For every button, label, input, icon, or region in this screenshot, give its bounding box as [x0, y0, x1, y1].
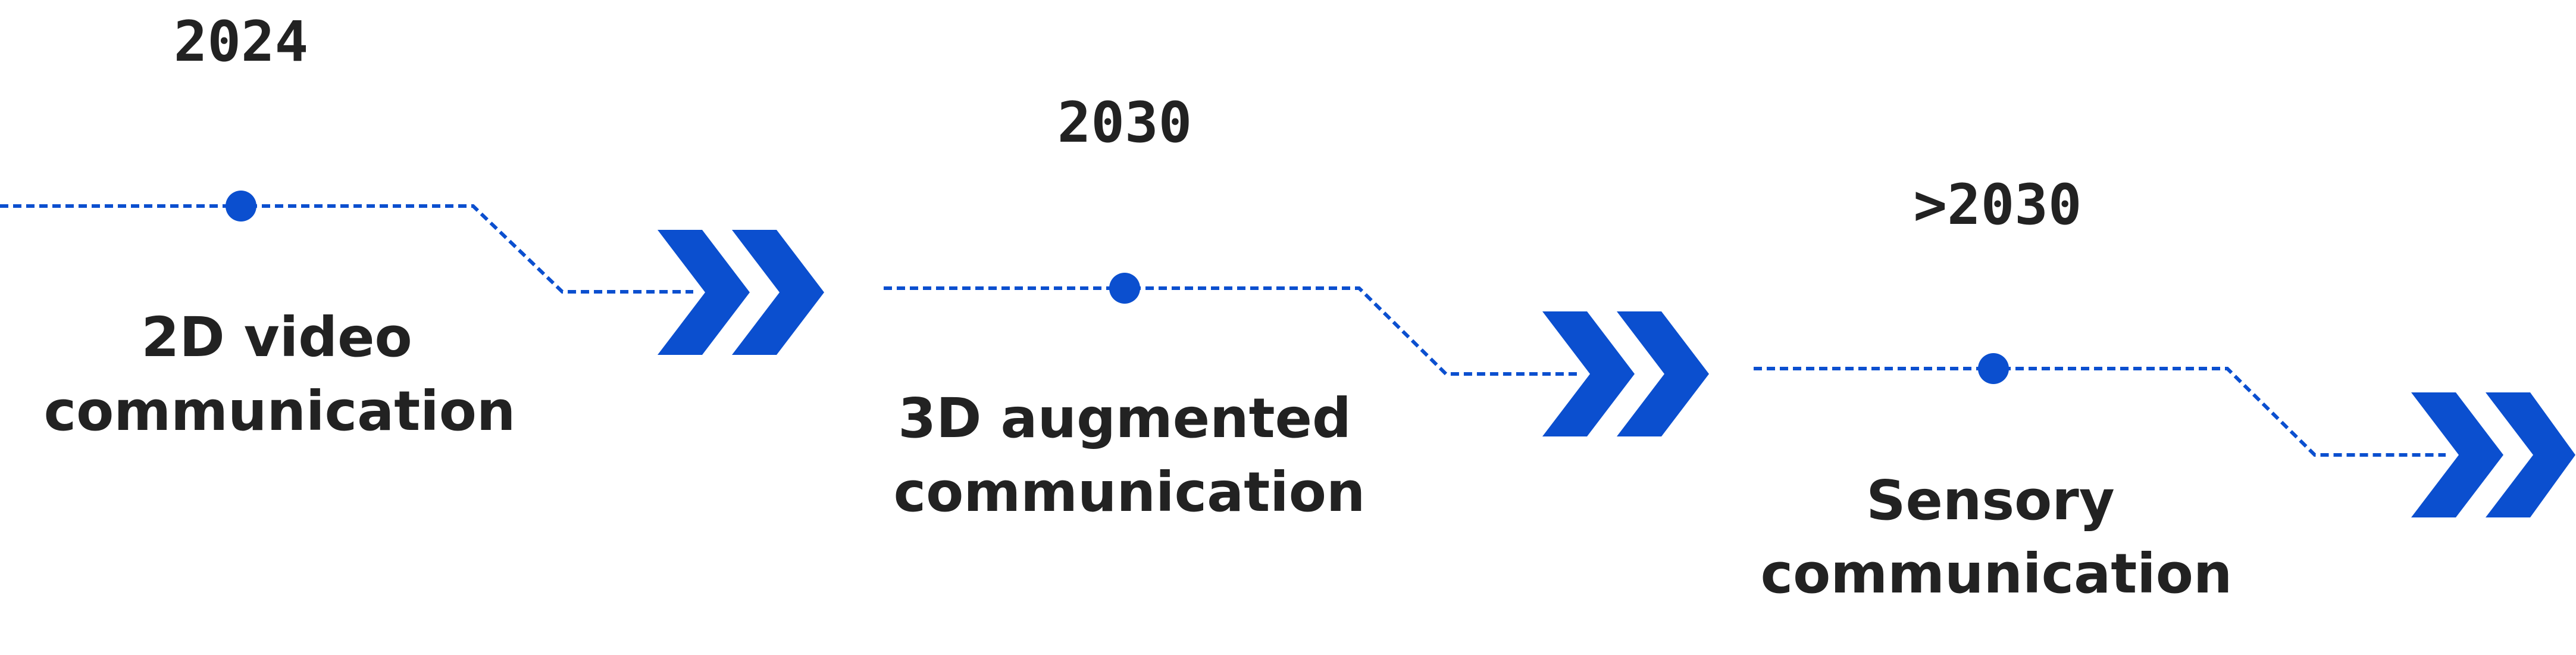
- milestone-caption-line-2: communication: [1761, 542, 2233, 606]
- milestone-year: >2030: [1914, 173, 2082, 238]
- timeline-connector-line: [884, 286, 1577, 376]
- milestone-caption-line-1: Sensory: [1866, 469, 2114, 532]
- timeline-connector-line: [0, 204, 693, 294]
- double-chevron-right-icon: [2411, 392, 2575, 517]
- milestone-caption-line-1: 2D video: [141, 305, 412, 369]
- timeline-connector-line: [1754, 367, 2446, 457]
- milestone-dot-icon: [226, 191, 256, 222]
- milestone-caption-line-2: communication: [44, 379, 516, 443]
- milestone-stage-2030: 2030 3D augmented communication: [884, 91, 1709, 524]
- milestone-stage-2024: 2024 2D video communication: [0, 10, 824, 443]
- milestone-year: 2030: [1057, 91, 1192, 155]
- milestone-dot-icon: [1978, 353, 2009, 384]
- milestone-caption-line-1: 3D augmented: [898, 386, 1351, 450]
- milestone-caption-line-2: communication: [894, 460, 1366, 524]
- milestone-stage-beyond-2030: >2030 Sensory communication: [1754, 173, 2575, 606]
- milestone-year: 2024: [174, 10, 308, 74]
- milestone-dot-icon: [1109, 273, 1140, 304]
- double-chevron-right-icon: [658, 230, 824, 355]
- double-chevron-right-icon: [1542, 311, 1709, 436]
